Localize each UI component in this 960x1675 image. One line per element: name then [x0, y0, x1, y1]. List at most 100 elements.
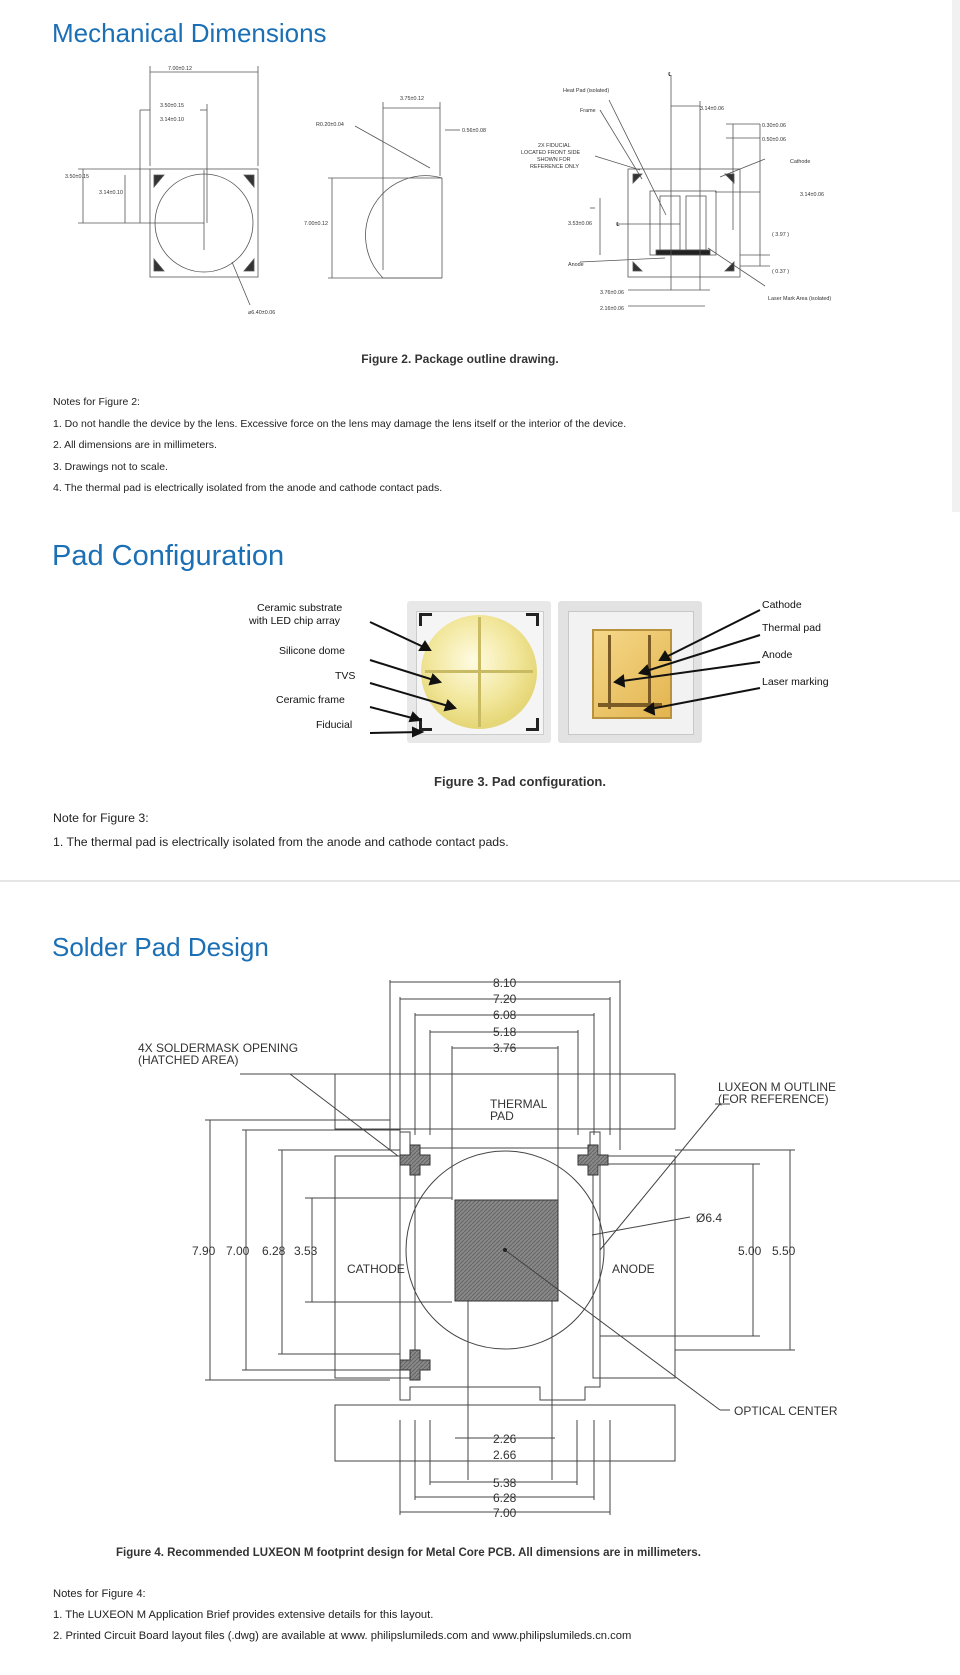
dim-right-550: 5.50 — [772, 1244, 796, 1258]
notes-heading: Notes for Figure 4: — [53, 1588, 146, 1600]
dim-bottom-216: 2.16±0.06 — [600, 306, 624, 312]
label-thermal-2: PAD — [490, 1109, 514, 1123]
label-laser-marking: Laser marking — [762, 676, 829, 688]
mechanical-dimensions-section: Mechanical Dimensions — [0, 0, 960, 512]
note-1: 1. The LUXEON M Application Brief provid… — [53, 1609, 434, 1621]
anode-pad — [592, 1155, 676, 1379]
figure3-notes: Note for Figure 3: 1. The thermal pad is… — [53, 806, 509, 854]
package-outline-drawing: 7.00±0.12 3.50±0.15 3.14±0.10 3.50±0.15 … — [65, 66, 831, 316]
label-cathode: Cathode — [790, 159, 810, 165]
page-edge — [952, 0, 960, 512]
note-4: 4. The thermal pad is electrically isola… — [53, 482, 443, 494]
dim-left-628: 6.28 — [262, 1244, 286, 1258]
thermal-pad-bottom — [334, 1404, 676, 1462]
dim-bottom-397: ( 3.97 ) — [772, 232, 789, 238]
solder-pad-drawing: 8.10 7.20 6.08 5.18 3.76 7.90 7.00 6.28 … — [138, 976, 838, 1520]
dim-bottom-050: 0.50±0.06 — [762, 137, 786, 143]
label-fiducial-2: LOCATED FRONT SIDE — [521, 150, 581, 156]
soldermask-opening-1 — [399, 1144, 431, 1176]
note-1: 1. The thermal pad is electrically isola… — [53, 835, 509, 849]
fiducial-mark — [419, 613, 432, 626]
dim-bottom-037: ( 0.37 ) — [772, 269, 789, 275]
note-2: 2. Printed Circuit Board layout files (.… — [53, 1630, 632, 1642]
soldermask-opening-2 — [577, 1144, 609, 1176]
figure2-caption: Figure 2. Package outline drawing. — [361, 352, 559, 366]
dim-top-diameter: ⌀6.40±0.06 — [248, 310, 275, 316]
dim-side-height: 7.00±0.12 — [304, 221, 328, 227]
dim-bottom-314b: 3.14±0.06 — [800, 192, 824, 198]
label-frame: Frame — [580, 108, 596, 114]
optical-center-dot — [503, 1248, 507, 1252]
label-anode: Anode — [762, 649, 793, 661]
dim-bottom-376: 3.76±0.06 — [600, 290, 624, 296]
led-back-photo — [558, 601, 702, 743]
label-cathode-pad: CATHODE — [347, 1262, 405, 1276]
label-thermal-1: THERMAL — [490, 1097, 548, 1111]
figure4-notes: Notes for Figure 4: 1. The LUXEON M Appl… — [53, 1584, 631, 1647]
dim-top-width: 7.00±0.12 — [168, 66, 192, 72]
dim-bottom-538: 5.38 — [493, 1476, 517, 1490]
label-optical-center: OPTICAL CENTER — [734, 1404, 838, 1418]
led-front-photo — [407, 601, 551, 743]
laser-marking — [598, 703, 662, 707]
section-title-solder: Solder Pad Design — [52, 932, 269, 962]
dim-left-353: 3.53 — [294, 1244, 318, 1258]
note-2: 2. All dimensions are in millimeters. — [53, 439, 217, 451]
label-anode: Anode — [568, 262, 584, 268]
dim-side-radius: R0.20±0.04 — [316, 122, 344, 128]
pad-config-callouts: Ceramic substrate with LED chip array Si… — [248, 600, 829, 738]
label-fiducial-3: SHOWN FOR — [537, 157, 571, 163]
dim-bottom-266: 2.66 — [493, 1448, 517, 1462]
dim-bottom-353: 3.53±0.06 — [568, 221, 592, 227]
dim-top-350: 3.50±0.15 — [160, 103, 184, 109]
label-diameter: Ø6.4 — [696, 1211, 722, 1225]
dim-left-790: 7.90 — [192, 1244, 216, 1258]
dim-bottom-030: 0.30±0.06 — [762, 123, 786, 129]
dim-bottom-628: 6.28 — [493, 1491, 517, 1505]
section-title-pad: Pad Configuration — [52, 540, 285, 572]
label-soldermask-2: (HATCHED AREA) — [138, 1053, 238, 1067]
label-centerline-2: ℄ — [615, 222, 620, 228]
label-fiducial: Fiducial — [316, 719, 352, 731]
section-title-mechanical: Mechanical Dimensions — [52, 18, 327, 48]
label-heat-pad: Heat Pad (isolated) — [563, 88, 609, 94]
label-anode-pad: ANODE — [612, 1262, 655, 1276]
thermal-pad-top — [334, 1073, 676, 1130]
notes-heading: Note for Figure 3: — [53, 811, 149, 825]
label-led-chip-array: with LED chip array — [248, 615, 341, 627]
figure3-caption: Figure 3. Pad configuration. — [434, 774, 606, 789]
label-tvs: TVS — [335, 670, 355, 682]
label-ceramic-substrate: Ceramic substrate — [257, 602, 342, 614]
soldermask-opening-3 — [399, 1349, 431, 1381]
label-cathode: Cathode — [762, 600, 802, 611]
dim-top-350v: 3.50±0.15 — [65, 174, 89, 180]
dim-bottom-700: 7.00 — [493, 1506, 517, 1520]
label-thermal-pad: Thermal pad — [762, 622, 821, 634]
dim-top-376: 3.76 — [493, 1041, 517, 1055]
dim-bottom-314: 3.14±0.06 — [700, 106, 724, 112]
note-1: 1. Do not handle the device by the lens.… — [53, 417, 627, 430]
label-fiducial-4: REFERENCE ONLY — [530, 164, 579, 170]
cathode-pad — [334, 1155, 416, 1379]
dim-side-056: 0.56±0.08 — [462, 128, 486, 134]
dim-top-608: 6.08 — [493, 1008, 517, 1022]
note-3: 3. Drawings not to scale. — [53, 460, 168, 473]
dim-top-314: 3.14±0.10 — [160, 117, 184, 123]
label-silicone-dome: Silicone dome — [279, 645, 345, 657]
dim-bottom-226: 2.26 — [493, 1432, 517, 1446]
dim-top-314v: 3.14±0.10 — [99, 190, 123, 196]
label-fiducial-1: 2X FIDUCIAL — [538, 143, 571, 149]
label-outline-2: (FOR REFERENCE) — [718, 1092, 829, 1106]
label-laser-mark: Laser Mark Area (isolated) — [768, 296, 831, 302]
figure4-caption: Figure 4. Recommended LUXEON M footprint… — [116, 1547, 701, 1559]
label-outline-1: LUXEON M OUTLINE — [718, 1080, 836, 1094]
lens-circle — [405, 1150, 605, 1350]
dim-top-810: 8.10 — [493, 976, 517, 990]
notes-heading: Notes for Figure 2: — [53, 396, 140, 408]
label-centerline: ℄ — [667, 72, 672, 78]
label-ceramic-frame: Ceramic frame — [276, 694, 345, 706]
label-soldermask-1: 4X SOLDERMASK OPENING — [138, 1041, 298, 1055]
dim-top-518: 5.18 — [493, 1025, 517, 1039]
dim-top-720: 7.20 — [493, 992, 517, 1006]
figure2-notes: Notes for Figure 2: 1. Do not handle the… — [53, 392, 626, 500]
